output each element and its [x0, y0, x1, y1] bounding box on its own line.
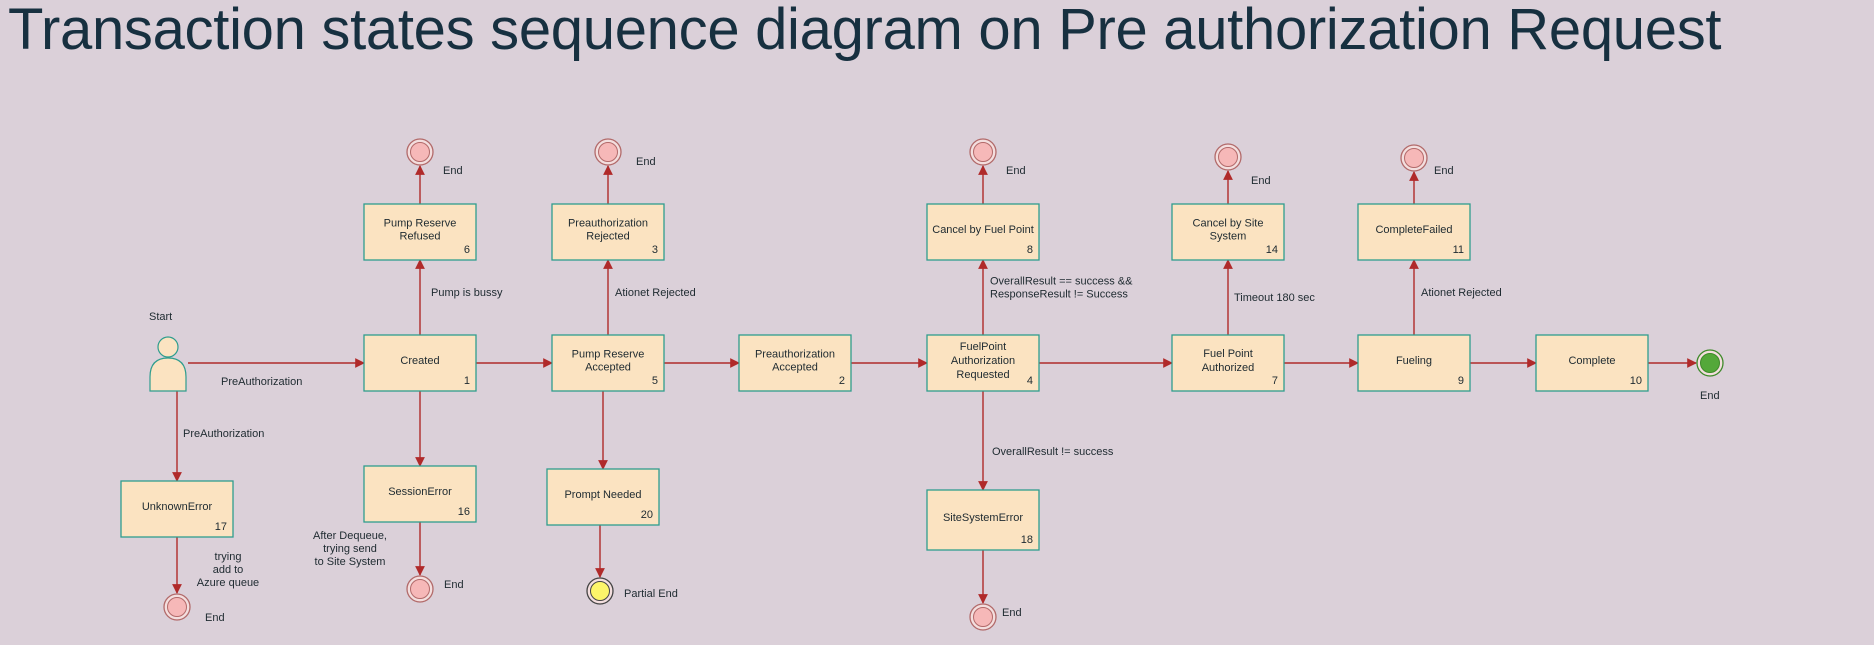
state-session-error[interactable]: SessionError 16 — [363, 465, 477, 523]
state-number: 18 — [1021, 534, 1033, 546]
start-label: Start — [149, 311, 172, 323]
end-label: End — [443, 165, 463, 177]
state-number: 14 — [1266, 244, 1278, 256]
state-fueling[interactable]: Fueling 9 — [1357, 334, 1471, 392]
edge-label-preauthorization: PreAuthorization — [221, 376, 302, 388]
state-number: 3 — [652, 244, 658, 256]
state-number: 2 — [839, 375, 845, 387]
final-end-label: End — [1700, 390, 1720, 402]
state-number: 17 — [215, 521, 227, 533]
end-label: End — [636, 156, 656, 168]
state-label: Fueling — [1396, 355, 1432, 367]
state-number: 9 — [1458, 375, 1464, 387]
end-node: End — [1214, 143, 1271, 187]
end-node: End — [969, 138, 1026, 177]
end-node: End — [406, 138, 463, 177]
state-number: 16 — [458, 506, 470, 518]
state-cancel-by-fuel-point[interactable]: Cancel by Fuel Point 8 — [926, 203, 1040, 261]
state-number: 1 — [464, 375, 470, 387]
end-label: End — [1002, 607, 1022, 619]
state-complete[interactable]: Complete 10 — [1535, 334, 1649, 392]
end-label: End — [1251, 175, 1271, 187]
end-label: End — [205, 612, 225, 624]
edge-label-overall-not-success: OverallResult != success — [992, 446, 1114, 458]
end-label: End — [1434, 165, 1454, 177]
edge-label-overall-success: OverallResult == success &&ResponseResul… — [990, 275, 1133, 300]
edge-label-ationet-rejected: Ationet Rejected — [615, 287, 696, 299]
partial-end-label: Partial End — [624, 588, 678, 600]
partial-end-node: Partial End — [586, 577, 678, 605]
final-end-node: End — [1696, 349, 1724, 402]
state-number: 5 — [652, 375, 658, 387]
edge-label-pump-is-bussy: Pump is bussy — [431, 287, 503, 299]
state-label: SessionError — [388, 486, 452, 498]
actor-icon: Start — [149, 311, 187, 392]
end-label: End — [444, 579, 464, 591]
state-number: 8 — [1027, 244, 1033, 256]
state-number: 7 — [1272, 375, 1278, 387]
state-number: 20 — [641, 509, 653, 521]
state-label: Complete — [1568, 355, 1615, 367]
state-number: 10 — [1630, 375, 1642, 387]
end-node: End — [163, 593, 225, 624]
state-label: CompleteFailed — [1375, 224, 1452, 236]
end-node: End — [969, 603, 1022, 631]
end-node: End — [594, 138, 656, 168]
edge-label-ationet-rejected: Ationet Rejected — [1421, 287, 1502, 299]
state-number: 4 — [1027, 375, 1033, 387]
state-label: Cancel by Fuel Point — [932, 224, 1034, 236]
state-label: UnknownError — [142, 501, 213, 513]
state-number: 11 — [1453, 244, 1464, 256]
end-node: End — [1400, 144, 1454, 177]
page-title: Transaction states sequence diagram on P… — [8, 0, 1722, 62]
state-number: 6 — [464, 244, 470, 256]
edge-label-preauthorization: PreAuthorization — [183, 428, 264, 440]
end-label: End — [1006, 165, 1026, 177]
state-label: Created — [400, 355, 439, 367]
edge-label-timeout: Timeout 180 sec — [1234, 292, 1315, 304]
state-label: Prompt Needed — [564, 489, 641, 501]
state-site-system-error[interactable]: SiteSystemError 18 — [926, 489, 1040, 551]
state-created[interactable]: Created 1 — [363, 334, 477, 392]
end-node: End — [406, 575, 464, 603]
state-label: SiteSystemError — [943, 512, 1023, 524]
